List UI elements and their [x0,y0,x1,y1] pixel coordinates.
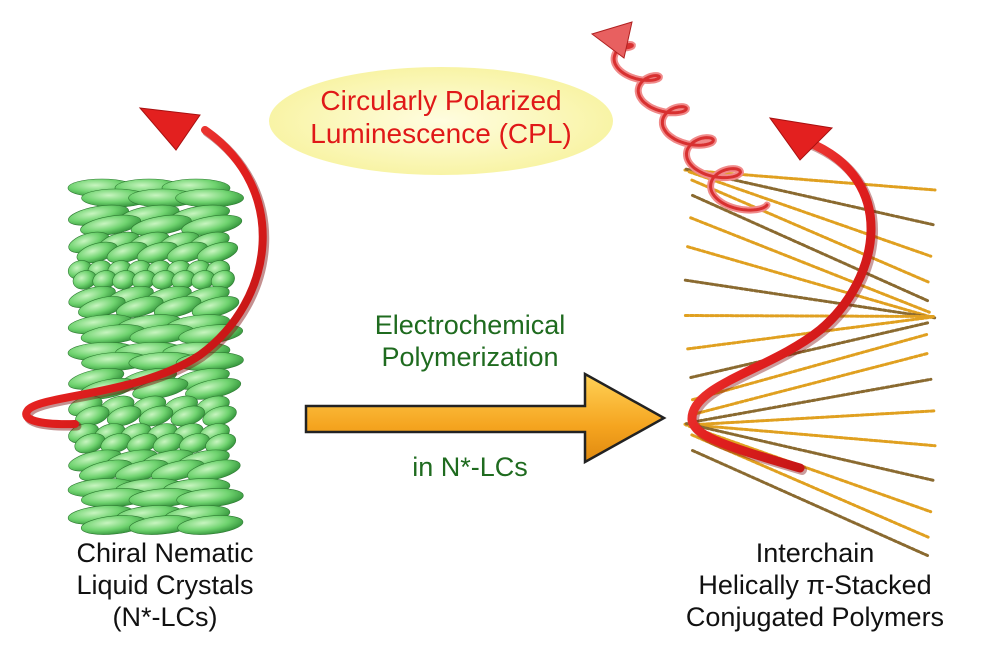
process-arrow [304,371,667,465]
lc-molecule [106,405,142,427]
medium-label-text: in N*-LCs [412,452,528,482]
left-caption-line1: Chiral Nematic [76,538,254,568]
left-caption: Chiral Nematic Liquid Crystals (N*-LCs) [20,538,310,634]
cpl-bubble [269,67,613,175]
polymer-chain [684,409,936,427]
lc-molecule [153,296,202,318]
polymer-chain [689,321,931,379]
process-label: Electrochemical Polymerization [320,310,620,374]
cpl-label-line1: Circularly Polarized [320,85,562,116]
lc-molecule [80,214,142,236]
polymer-chain [687,170,933,258]
cpl-label: Circularly Polarized Luminescence (CPL) [272,84,610,150]
liquid-crystal-stack [67,178,244,535]
polymer-chain [690,433,930,539]
polymer-chain [683,278,937,320]
lc-molecule [179,433,210,454]
polymer-chain [691,449,929,557]
right-helix-arrow [687,117,878,475]
polymer-chain [690,178,930,284]
left-helix-arrow [22,107,270,431]
lc-molecule [177,515,244,535]
cpl-spiral [590,21,771,214]
polymer-chain [686,245,934,319]
process-label-line2: Polymerization [381,341,559,372]
right-caption-line3: Conjugated Polymers [685,601,945,632]
lc-molecule [175,188,244,208]
polymer-chain [691,193,929,303]
helical-polymer-stack [683,167,937,557]
polymer-chain [690,351,930,417]
right-caption-line1: Interchain [755,538,875,568]
cpl-label-line2: Luminescence (CPL) [310,118,572,150]
medium-label: in N*-LCs [330,452,610,484]
left-caption-line2: Liquid Crystals [76,569,254,600]
polymer-chain [687,377,933,425]
process-label-line1: Electrochemical [374,310,566,340]
lc-molecule [115,296,164,318]
polymer-chain [683,168,937,192]
polymer-chain [691,332,929,402]
polymer-chain [683,422,937,448]
polymer-chain [684,422,936,482]
left-caption-line3: (N*-LCs) [112,601,218,632]
right-caption-line2: Helically π-Stacked [698,569,932,600]
right-caption: Interchain Helically π-Stacked Conjugate… [650,538,980,634]
polymer-chain [687,424,933,514]
lc-molecule [138,405,174,427]
polymer-chain [689,216,931,314]
polymer-chain [683,314,937,318]
